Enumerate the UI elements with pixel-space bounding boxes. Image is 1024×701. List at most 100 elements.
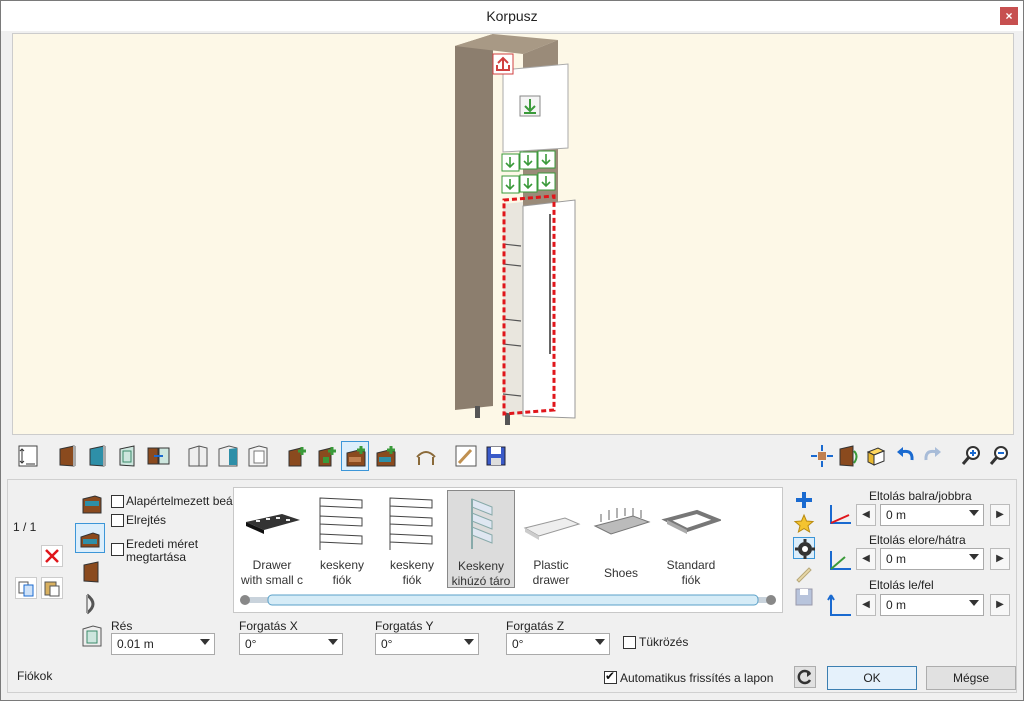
rotation-y-select[interactable]: 0° [375,633,479,655]
gap-value: 0.01 m [117,637,154,651]
rotation-x-value: 0° [245,637,257,651]
gallery-caption: Drawer [252,558,292,572]
drawer-add-icon[interactable] [341,441,369,471]
offset-ud-increase-button[interactable]: ▶ [990,594,1010,616]
close-button[interactable]: × [1000,7,1018,25]
axis-z-icon [827,594,851,616]
3d-viewport[interactable] [12,33,1014,435]
rotation-x-select[interactable]: 0° [239,633,343,655]
redo-icon[interactable] [917,441,945,471]
title-bar: Korpusz × [1,1,1023,31]
zoom-out-icon[interactable] [985,441,1013,471]
drawer-blue-add-icon[interactable] [371,441,399,471]
auto-refresh-checkbox[interactable] [604,669,617,684]
auto-refresh-label: Automatikus frissítés a lapon [620,671,774,685]
refresh-button[interactable] [794,666,816,688]
panel-brown-icon[interactable] [77,557,105,587]
cabinet-blue-icon[interactable] [213,441,241,471]
undo-icon[interactable] [891,441,919,471]
door-swap-icon[interactable] [143,441,171,471]
zoom-in-icon[interactable] [957,441,985,471]
offset-ud-decrease-button[interactable]: ◀ [856,594,876,616]
add-green-icon[interactable] [283,441,311,471]
dimension-icon[interactable] [13,441,41,471]
paste-icon [44,581,60,597]
delete-button[interactable] [41,545,63,567]
move-icon[interactable] [807,441,835,471]
save-disabled-icon [795,588,813,606]
settings-button[interactable] [793,537,815,559]
keep-original-size-checkbox[interactable] [111,543,124,556]
keep-original-size-label-2: megtartása [126,550,187,564]
offset-ud-value: 0 m [886,598,907,612]
door-glass-icon[interactable] [113,441,141,471]
pullout-thumbnail [471,498,493,549]
edit-item-button[interactable] [793,562,815,584]
copy-button[interactable] [15,577,37,599]
save-icon[interactable] [481,441,509,471]
offset-fb-select[interactable]: 0 m [880,548,984,570]
offset-fb-decrease-button[interactable]: ◀ [856,548,876,570]
gallery-scrollbar[interactable] [240,594,776,606]
narrow-drawer-thumbnail [389,497,433,550]
gap-select[interactable]: 0.01 m [111,633,215,655]
rotation-z-select[interactable]: 0° [506,633,610,655]
gallery-caption: fiók [332,573,352,587]
window-title: Korpusz [486,8,538,24]
door-brown-icon[interactable] [53,441,81,471]
rotate-door-icon[interactable] [77,589,105,619]
door-rotate-icon[interactable] [833,441,861,471]
gallery-caption: fiók [402,573,422,587]
gap-label: Rés [111,619,133,633]
offset-lr-select[interactable]: 0 m [880,504,984,526]
gallery-caption: keskeny [319,558,365,572]
cabinet-glass-icon[interactable] [77,621,105,651]
offset-ud-select[interactable]: 0 m [880,594,984,616]
cabinet-open-icon[interactable] [183,441,211,471]
drawer-type-selected-icon[interactable] [75,523,105,553]
offset-fb-increase-button[interactable]: ▶ [990,548,1010,570]
gallery-caption: Shoes [603,566,639,580]
handle-icon[interactable] [411,441,439,471]
add-item-button[interactable] [793,489,815,511]
paste-button[interactable] [41,577,63,599]
default-settings-checkbox[interactable] [111,495,124,508]
rotation-x-label: Forgatás X [239,619,298,633]
drawer-type-front-icon[interactable] [77,489,105,519]
gallery-item-shoes[interactable]: Shoes [587,490,655,588]
hide-checkbox[interactable] [111,514,124,527]
offset-lr-decrease-button[interactable]: ◀ [856,504,876,526]
selection-outline [502,194,556,416]
refresh-icon [797,669,812,685]
cabinet-interior [503,202,523,416]
axis-y-icon [830,551,851,570]
door-blue-icon[interactable] [83,441,111,471]
offset-ud-label: Eltolás le/fel [869,578,934,592]
shoes-thumbnail [593,508,651,535]
gallery-caption: drawer [532,573,570,587]
mirror-checkbox[interactable] [623,636,636,649]
mirror-label: Tükrözés [639,635,689,649]
add-green-plus-icon[interactable] [313,441,341,471]
gallery-caption: keskeny [389,558,435,572]
save-item-button[interactable] [793,586,815,608]
edit-icon[interactable] [451,441,479,471]
offset-fb-label: Eltolás elore/hátra [869,533,966,547]
cabinet-white-icon[interactable] [243,441,271,471]
offset-lr-increase-button[interactable]: ▶ [990,504,1010,526]
rotation-y-label: Forgatás Y [375,619,434,633]
cube-icon[interactable] [861,441,889,471]
cancel-button[interactable]: Mégse [926,666,1016,690]
cabinet-3d-view[interactable] [13,34,1014,435]
item-counter: 1 / 1 [13,520,37,534]
favorite-button[interactable] [793,513,815,535]
ok-button[interactable]: OK [827,666,917,690]
